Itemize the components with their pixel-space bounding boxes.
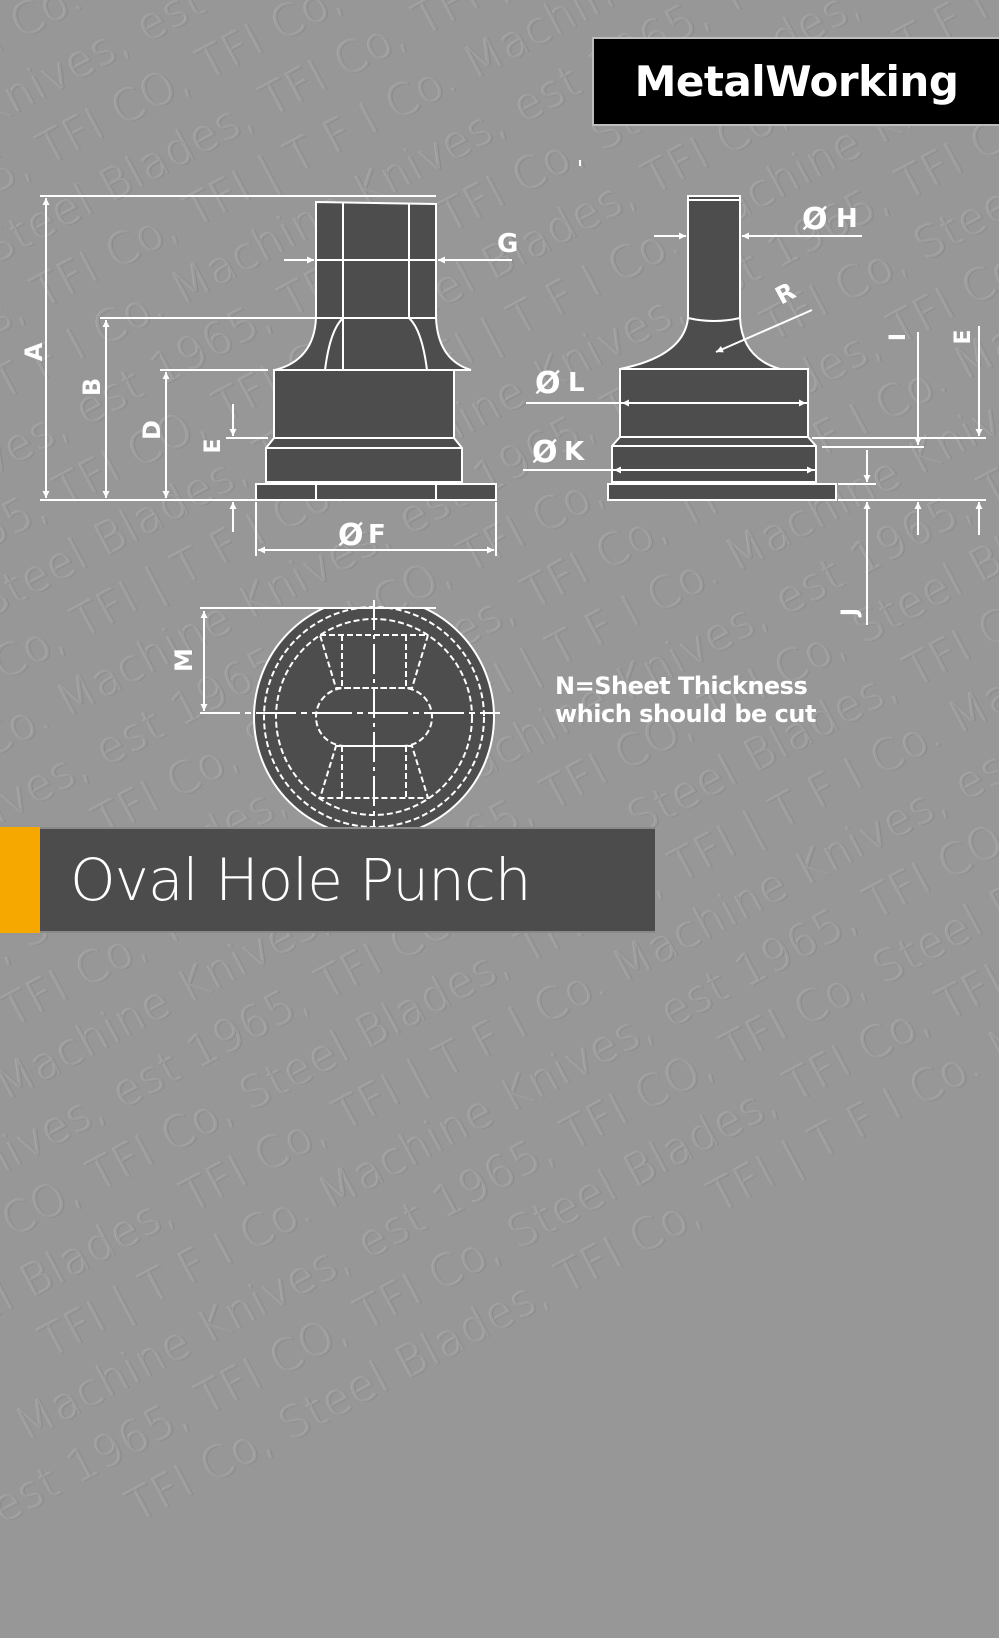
title-box: Oval Hole Punch xyxy=(40,827,655,933)
sheet-thickness-note: N=Sheet Thickness which should be cut xyxy=(555,672,816,728)
dim-label-a: A xyxy=(20,342,48,361)
dim-label-h-dia: Ø xyxy=(802,202,828,237)
note-line-2: which should be cut xyxy=(555,700,816,728)
dim-label-e: E xyxy=(201,438,226,453)
title-accent-bar xyxy=(0,827,40,933)
dim-label-f: F xyxy=(368,520,386,550)
title-bar: Oval Hole Punch xyxy=(0,827,655,933)
dim-label-j: J xyxy=(838,608,863,618)
dim-label-r: R xyxy=(771,277,800,310)
dim-label-m: M xyxy=(170,648,198,672)
dim-label-k-dia: Ø xyxy=(532,435,558,470)
technical-drawing: A B D E G Ø F xyxy=(20,160,986,838)
side-view-dimensions xyxy=(40,195,512,556)
top-view: M xyxy=(170,600,500,838)
dim-label-h: H xyxy=(836,204,858,234)
side-view-labels: A B D E G Ø F xyxy=(20,229,518,553)
dim-label-d: D xyxy=(138,420,166,440)
page-title: Oval Hole Punch xyxy=(70,846,532,914)
front-view-dimensions xyxy=(523,232,986,625)
front-view xyxy=(607,195,837,501)
dim-label-b: B xyxy=(78,378,106,396)
brand-label: MetalWorking xyxy=(634,57,959,106)
dim-label-k: K xyxy=(564,437,585,467)
dim-label-f-dia: Ø xyxy=(338,518,364,553)
dim-label-i: I xyxy=(886,333,911,341)
note-line-1: N=Sheet Thickness xyxy=(555,672,808,700)
dim-label-g: G xyxy=(497,229,518,259)
dim-label-l: L xyxy=(568,368,585,398)
dim-label-l-dia: Ø xyxy=(535,366,561,401)
dim-label-e2: E xyxy=(951,329,976,344)
side-view xyxy=(255,200,497,501)
brand-badge: MetalWorking xyxy=(592,37,999,126)
